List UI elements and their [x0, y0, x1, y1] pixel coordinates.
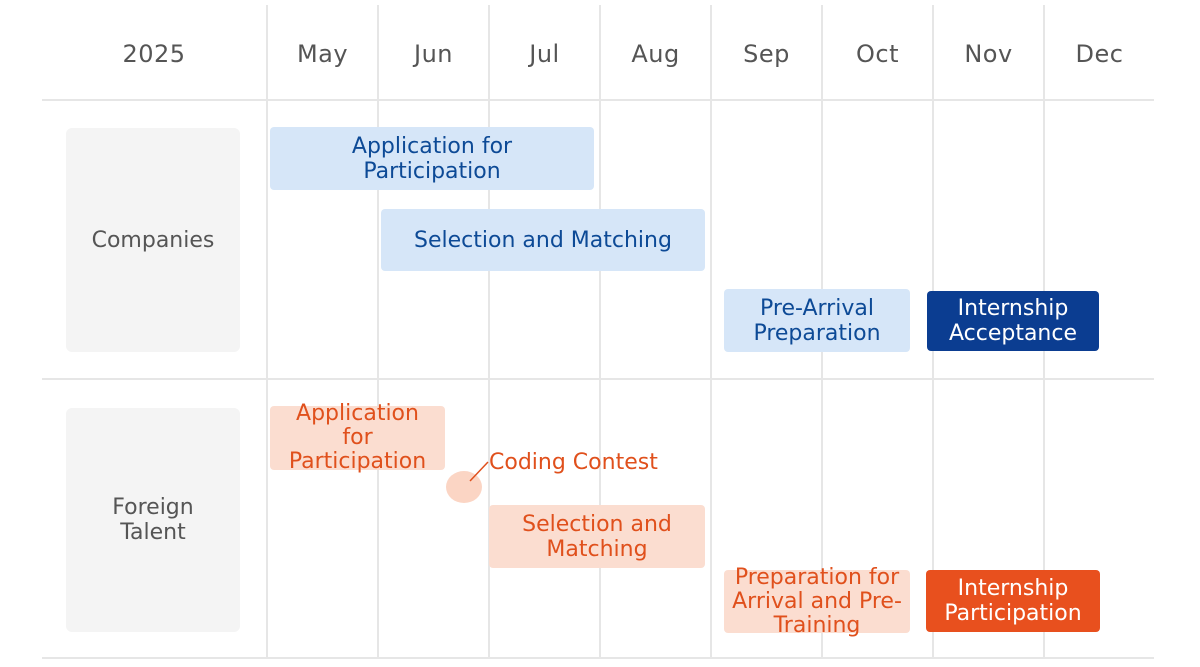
month-header-aug: Aug [631, 40, 680, 68]
coding-contest-marker [446, 471, 482, 503]
talent-selection-bar: Selection and Matching [489, 505, 705, 568]
month-header-sep: Sep [743, 40, 790, 68]
row-label-foreign-talent: Foreign Talent [66, 408, 240, 632]
row-label-companies: Companies [66, 128, 240, 352]
grid-line-vertical [377, 5, 379, 659]
grid-line-horizontal [42, 99, 1154, 101]
grid-line-horizontal [42, 657, 1154, 659]
coding-contest-label: Coding Contest [489, 450, 658, 475]
month-header-dec: Dec [1075, 40, 1124, 68]
month-header-jul: Jul [529, 40, 560, 68]
month-header-nov: Nov [964, 40, 1013, 68]
year-header: 2025 [122, 40, 186, 68]
grid-line-vertical [710, 5, 712, 659]
grid-line-vertical [488, 5, 490, 659]
month-header-jun: Jun [414, 40, 453, 68]
grid-line-horizontal [42, 378, 1154, 380]
talent-internship-bar: Internship Participation [926, 570, 1100, 632]
companies-selection-bar: Selection and Matching [381, 209, 705, 271]
companies-internship-bar: Internship Acceptance [927, 291, 1099, 351]
month-header-may: May [296, 40, 349, 68]
grid-line-vertical [599, 5, 601, 659]
companies-pre-arrival-bar: Pre-Arrival Preparation [724, 289, 910, 352]
grid-line-vertical [266, 5, 268, 659]
month-header-oct: Oct [856, 40, 899, 68]
talent-application-bar: Application for Participation [270, 402, 445, 474]
talent-preparation-bar: Preparation for Arrival and Pre-Training [724, 565, 910, 637]
companies-application-bar: Application for Participation [270, 127, 594, 190]
